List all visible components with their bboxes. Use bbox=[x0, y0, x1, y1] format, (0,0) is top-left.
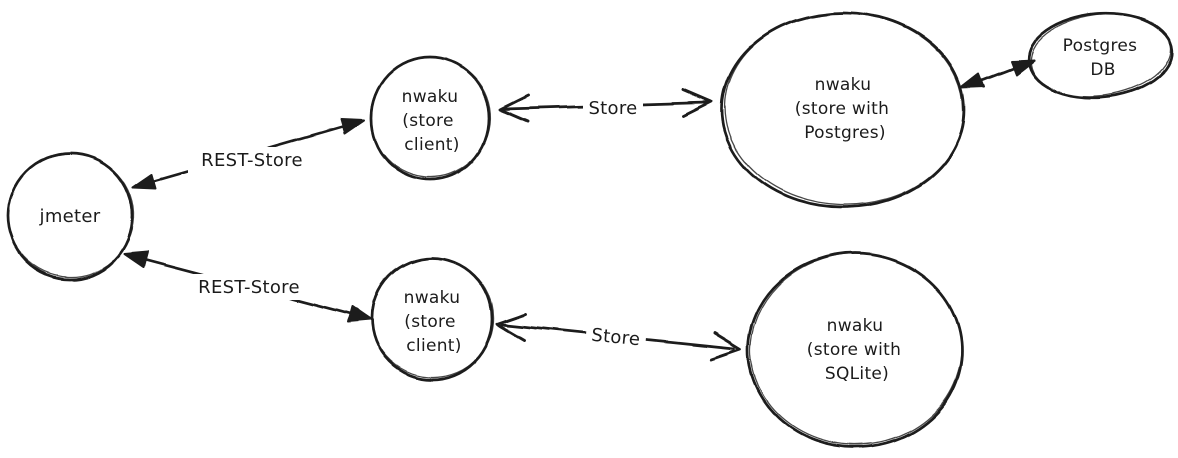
edge-rest-store-top-arrowhead-right bbox=[340, 118, 365, 134]
node-store-client-top-label-line2: (store bbox=[402, 111, 453, 131]
node-store-client-top-circle-sketch bbox=[369, 56, 492, 178]
node-store-with-sqlite-label-line2: (store with bbox=[807, 340, 901, 360]
node-store-with-sqlite-label-line3: SQLite) bbox=[825, 364, 889, 384]
node-postgres-db-label-line2: DB bbox=[1090, 60, 1115, 80]
node-store-with-postgres-label-line1: nwaku bbox=[815, 75, 872, 95]
edge-rest-store-top-label: REST-Store bbox=[201, 150, 303, 171]
node-jmeter-label: jmeter bbox=[39, 206, 101, 227]
node-store-client-bottom-circle-sketch bbox=[370, 257, 495, 379]
edge-store-bottom-chevron-right bbox=[709, 331, 742, 361]
node-store-with-sqlite-label-line1: nwaku bbox=[827, 316, 884, 336]
edge-store-top-label: Store bbox=[588, 98, 637, 119]
edge-rest-store-bottom-label: REST-Store bbox=[198, 277, 300, 298]
label-layer: REST-Store Store REST-Store Store jmeter… bbox=[39, 36, 1138, 384]
node-store-client-bottom-label-line3: client) bbox=[406, 336, 461, 356]
edge-rest-store-bottom-arrowhead-left bbox=[123, 251, 148, 268]
edge-store-bottom-label-group: Store bbox=[584, 321, 648, 351]
node-jmeter-circle-sketch bbox=[6, 152, 135, 278]
edge-rest-store-bottom-arrowhead-right bbox=[347, 306, 372, 323]
edge-store-bottom-label: Store bbox=[590, 325, 641, 351]
node-store-client-top-label-line3: client) bbox=[404, 135, 459, 155]
edge-store-bottom-label-bg bbox=[584, 321, 648, 351]
edge-postgres-link-arrowhead-right bbox=[1010, 60, 1035, 76]
edge-rest-store-top-arrowhead-left bbox=[132, 173, 157, 189]
node-store-with-postgres-label-line2: (store with bbox=[795, 99, 889, 119]
edge-store-top-chevron-left bbox=[498, 93, 530, 123]
node-store-client-bottom-label-line1: nwaku bbox=[404, 288, 461, 308]
node-store-with-postgres-label-line3: Postgres) bbox=[804, 123, 886, 143]
node-store-with-postgres-circle-sketch bbox=[724, 12, 964, 206]
node-postgres-db-label-line1: Postgres bbox=[1063, 36, 1138, 56]
edge-store-bottom-chevron-left bbox=[495, 312, 528, 342]
node-postgres-db-circle bbox=[1026, 12, 1174, 100]
node-postgres-db-circle-sketch bbox=[1029, 13, 1172, 98]
edge-rest-store-top-label-bg bbox=[188, 147, 316, 173]
edge-rest-store-bottom-label-bg bbox=[185, 274, 313, 300]
edge-postgres-link-arrowhead-left bbox=[960, 73, 985, 89]
node-store-client-bottom-label-line2: (store bbox=[404, 312, 455, 332]
node-store-client-top-label-line1: nwaku bbox=[402, 87, 459, 107]
edge-store-top-label-bg bbox=[583, 95, 643, 119]
node-store-with-sqlite-circle-sketch bbox=[749, 252, 963, 446]
edge-store-top-chevron-right bbox=[682, 88, 714, 118]
